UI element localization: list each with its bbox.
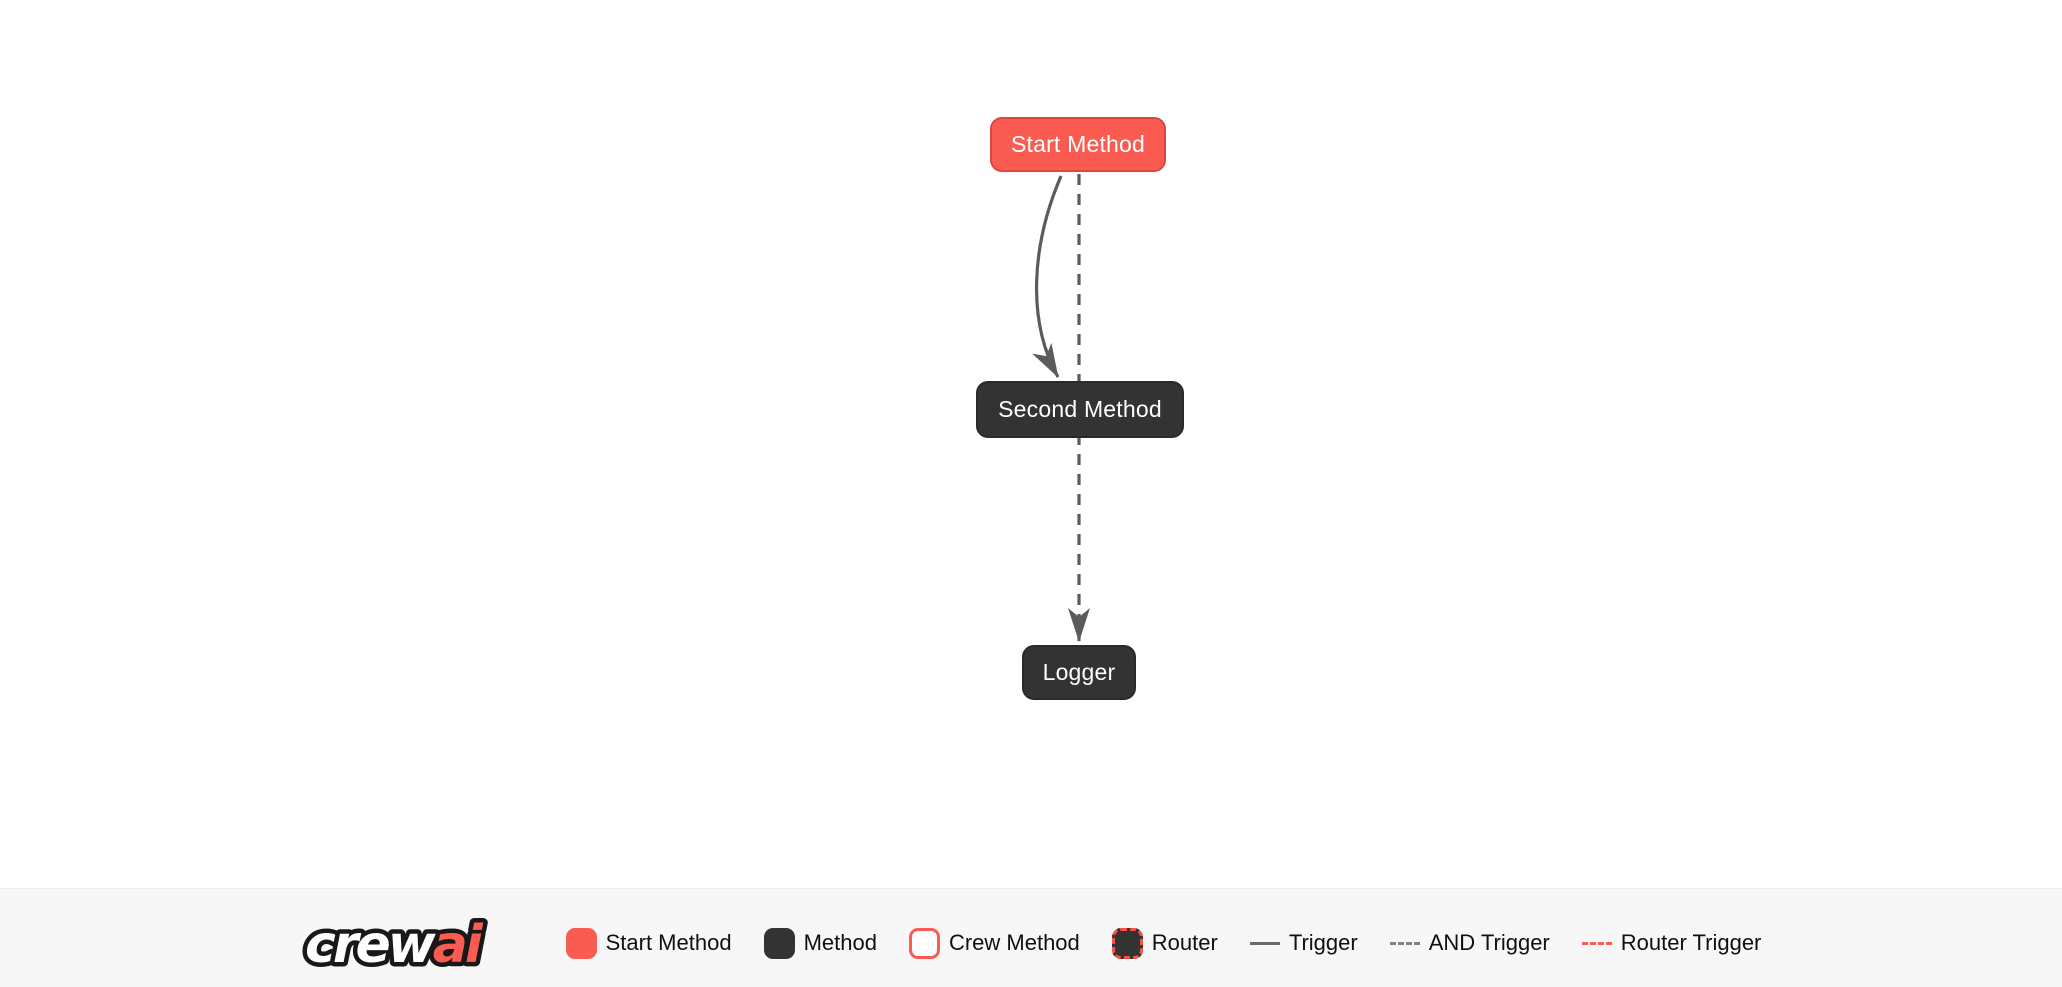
router-trigger-line-icon (1581, 941, 1612, 945)
node-label: Second Method (998, 396, 1162, 422)
node-second-method[interactable]: Second Method (976, 381, 1184, 438)
legend-item-and-trigger: AND Trigger (1389, 930, 1550, 956)
node-logger[interactable]: Logger (1022, 645, 1136, 700)
flow-edges (1032, 174, 1090, 642)
router-swatch-icon (1111, 927, 1143, 959)
node-label: Start Method (1010, 131, 1146, 157)
legend-label: Trigger (1288, 930, 1358, 955)
start-method-swatch-icon (565, 927, 597, 959)
method-swatch-icon (763, 927, 795, 959)
crewai-logo: crewai (301, 911, 491, 980)
and-trigger-line-icon (1389, 941, 1420, 945)
crew-method-swatch-icon (908, 927, 940, 959)
logo-text-ai: ai (432, 915, 483, 975)
legend-label: Start Method (605, 930, 732, 955)
logo-text-crew: crew (305, 915, 437, 975)
legend-item-method: Method (763, 927, 877, 959)
legend-label: Method (803, 930, 877, 955)
legend-item-crew-method: Crew Method (908, 927, 1080, 959)
node-label: Logger (1042, 659, 1116, 685)
trigger-line-icon (1249, 941, 1280, 945)
legend-item-trigger: Trigger (1249, 930, 1358, 956)
legend-label: Router (1151, 930, 1218, 955)
legend-item-router: Router (1111, 927, 1218, 959)
flow-canvas[interactable]: Start Method Second Method Logger (0, 0, 2062, 888)
legend-item-start-method: Start Method (565, 927, 732, 959)
node-start-method[interactable]: Start Method (990, 117, 1166, 172)
legend-label: Router Trigger (1620, 930, 1762, 955)
legend-bar: crewai Start Method Method Crew Method R… (0, 888, 2062, 987)
edge-trigger-start-to-second (1032, 175, 1063, 378)
legend-label: AND Trigger (1428, 930, 1550, 955)
legend-label: Crew Method (948, 930, 1080, 955)
svg-text:crewai: crewai (305, 915, 484, 975)
legend-item-router-trigger: Router Trigger (1581, 930, 1762, 956)
